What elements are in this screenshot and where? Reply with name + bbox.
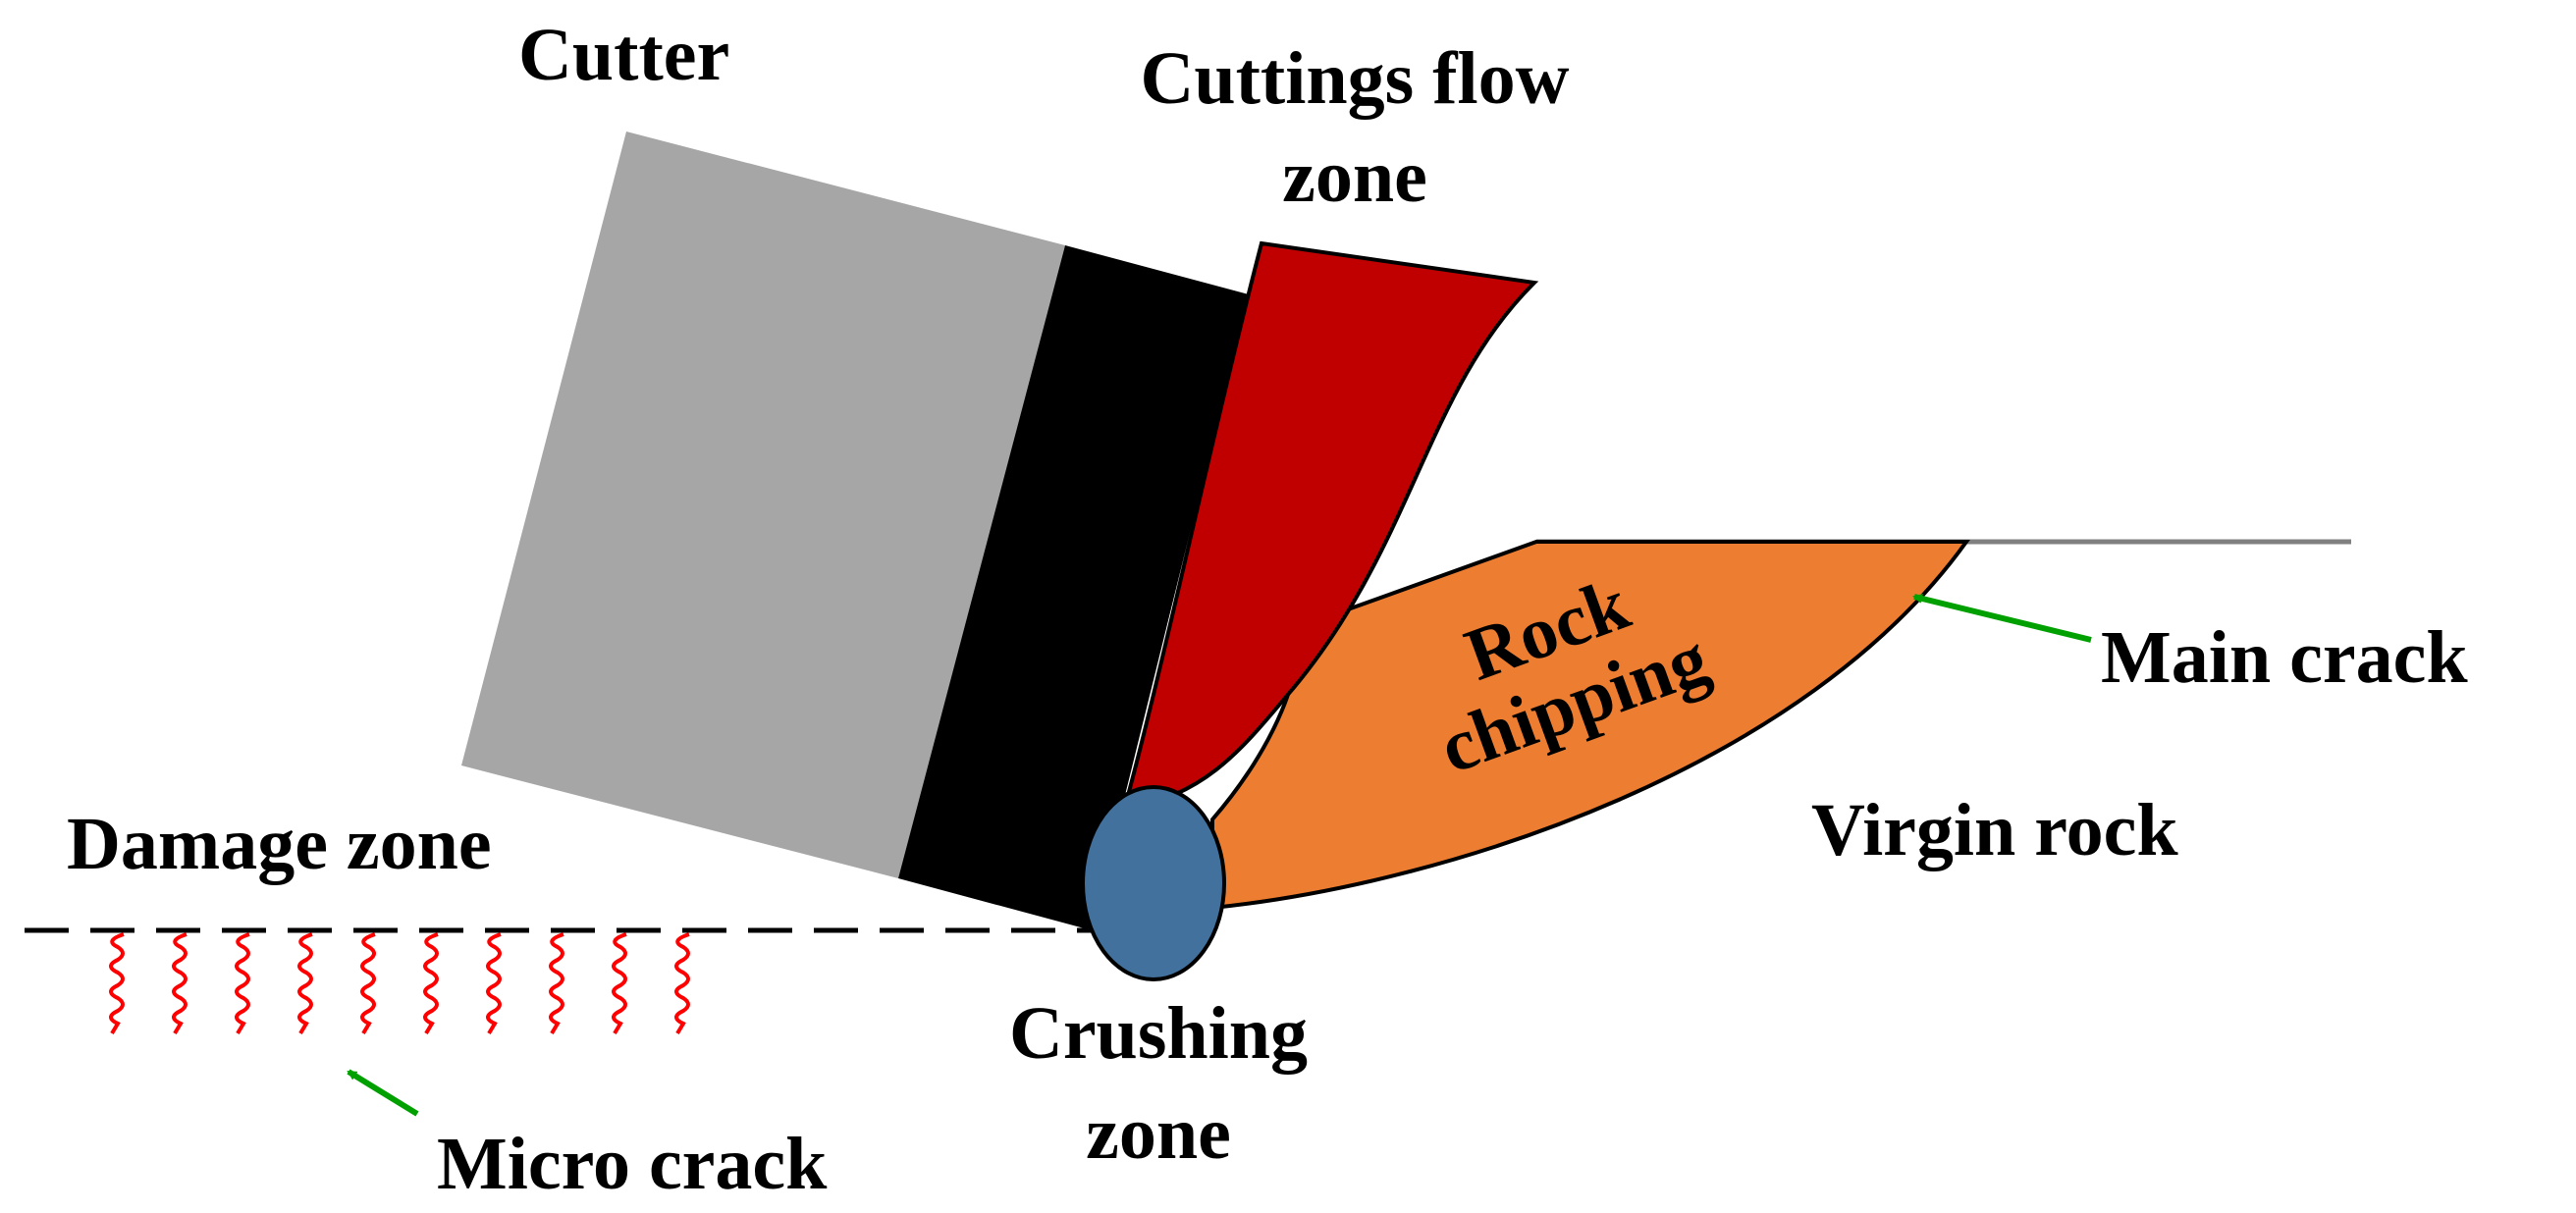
cutter-label: Cutter — [518, 14, 730, 96]
micro-crack-squiggle — [612, 932, 627, 1035]
cuttings-flow-zone — [1121, 240, 1539, 813]
rock-chipping-zone — [1210, 540, 1970, 911]
crushing-zone-label-line1: Crushing — [1008, 992, 1309, 1075]
micro-crack-squiggle — [109, 932, 125, 1035]
micro-crack-squiggle — [674, 932, 690, 1035]
crushing-zone — [1081, 785, 1226, 981]
damage-zone-label: Damage zone — [67, 803, 492, 885]
micro-crack-squiggle — [172, 932, 188, 1035]
cutter-body — [461, 132, 1065, 878]
crushing-zone-label: Crushing zone — [938, 996, 1379, 1171]
cuttings-flow-label: Cuttings flow zone — [1060, 41, 1649, 214]
micro-crack-squiggle — [549, 932, 564, 1035]
virgin-rock-label: Virgin rock — [1811, 789, 2178, 871]
main-crack-label: Main crack — [2101, 616, 2468, 699]
cuttings-flow-label-line1: Cuttings flow — [1140, 37, 1570, 120]
micro-cracks — [109, 932, 690, 1035]
micro-crack-squiggle — [297, 932, 313, 1035]
micro-crack-squiggle — [235, 932, 250, 1035]
micro-crack-squiggle — [486, 932, 502, 1035]
crushing-zone-label-line2: zone — [1086, 1092, 1231, 1175]
cutter-face — [898, 245, 1249, 930]
micro-crack-label: Micro crack — [437, 1123, 828, 1205]
micro-crack-squiggle — [423, 932, 439, 1035]
main-crack-arrow — [1912, 594, 2092, 643]
micro-crack-arrow — [347, 1069, 419, 1117]
cuttings-flow-label-line2: zone — [1282, 135, 1427, 218]
micro-crack-squiggle — [360, 932, 376, 1035]
